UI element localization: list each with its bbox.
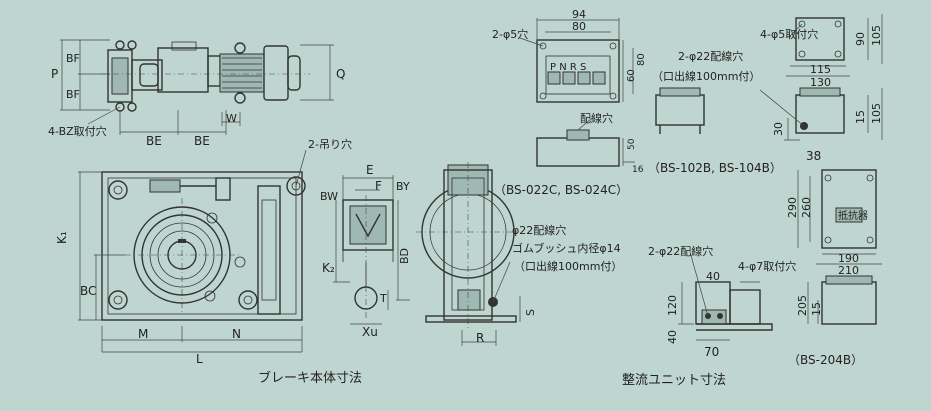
- label-bz-holes: 4-BZ取付穴: [48, 124, 107, 138]
- label-F: F: [375, 179, 382, 193]
- bs022-top-view: [519, 18, 634, 103]
- bs204-mount-holes: 4-φ7取付穴: [738, 259, 796, 273]
- bs102-dim-15: 15: [854, 110, 867, 124]
- bs102-dim-105: 105: [870, 25, 883, 46]
- bs102-dim-115: 115: [810, 63, 831, 76]
- bs102-dim-30: 30: [772, 122, 785, 136]
- brake-section-view: [342, 195, 394, 320]
- bs204-resistor: 抵抗器: [838, 209, 868, 222]
- bs204-dim-70: 70: [704, 345, 719, 359]
- rectifier-caption: 整流ユニット寸法: [622, 373, 726, 388]
- bs204-model: （BS-204B）: [788, 353, 863, 367]
- bs102-wiring-holes: 2-φ22配線穴: [678, 49, 743, 63]
- label-T: T: [379, 292, 387, 305]
- bs102-front-view: [655, 87, 705, 134]
- label-S: S: [524, 309, 537, 316]
- brake-front-dimensions: [78, 149, 307, 353]
- label-BY: BY: [396, 180, 410, 193]
- bs022-wiring-hole: 配線穴: [580, 111, 613, 125]
- bs204-dim-210: 210: [838, 264, 859, 277]
- bs204-dim-15: 15: [810, 302, 823, 316]
- bs022-dim-50: 50: [627, 138, 637, 150]
- bs204-dim-205: 205: [796, 295, 809, 316]
- label-BF-bottom: BF: [66, 88, 80, 101]
- label-K2: K₂: [322, 261, 335, 275]
- label-K1: K₁: [55, 231, 69, 244]
- label-BD: BD: [398, 248, 411, 264]
- label-R: R: [476, 331, 484, 345]
- label-N: N: [232, 327, 241, 341]
- label-BE-right: BE: [194, 134, 210, 148]
- bs022-terminals: P N R S: [550, 62, 586, 73]
- bs102-side-view: [759, 87, 883, 141]
- brake-end-dimensions: [461, 261, 521, 346]
- label-Xu: Xu: [362, 325, 378, 339]
- bs204-dim-120: 120: [666, 295, 679, 316]
- label-W: W: [226, 112, 237, 125]
- bs022-dim-94: 94: [572, 8, 586, 21]
- brake-top-dimensions: [60, 39, 334, 135]
- bs102-holes: 4-φ5取付穴: [760, 27, 818, 41]
- brake-top-view: [100, 40, 310, 112]
- bs204-side-view: [807, 275, 877, 325]
- bs204-top-view: [797, 169, 882, 265]
- brake-caption: ブレーキ本体寸法: [258, 370, 362, 386]
- label-BW: BW: [320, 190, 338, 203]
- bs022-dim-16: 16: [632, 165, 644, 175]
- bs102-dim-105b: 105: [870, 103, 883, 124]
- label-P: P: [51, 67, 58, 81]
- label-grommet: ゴムブッシュ内径φ14: [512, 241, 621, 255]
- bs102-top-view: [786, 14, 883, 77]
- bs022-dim-80v: 80: [636, 53, 647, 66]
- label-BE-left: BE: [146, 134, 162, 148]
- bs022-dim-60: 60: [626, 69, 637, 82]
- bs022-side-view: [536, 117, 635, 167]
- label-Q: Q: [336, 67, 345, 81]
- bs204-dim-190: 190: [838, 252, 859, 265]
- bs022-dim-80: 80: [572, 20, 586, 33]
- brake-end-view: [416, 162, 520, 330]
- label-BC: BC: [80, 284, 96, 298]
- label-L: L: [196, 352, 203, 366]
- bs102-dim-90: 90: [854, 32, 867, 46]
- bs102-lead-wire: （口出線100mm付）: [652, 69, 760, 83]
- bs204-dim-40b: 40: [666, 330, 679, 344]
- label-M: M: [138, 327, 148, 341]
- brake-front-view: [101, 171, 306, 321]
- bs102-dim-38: 38: [806, 149, 821, 163]
- brake-section-dimensions: [333, 175, 410, 325]
- bs102-model: （BS-102B, BS-104B）: [648, 161, 782, 175]
- label-wiring-hole: φ22配線穴: [512, 223, 566, 237]
- bs204-dim-40: 40: [706, 270, 720, 283]
- bs022-model: （BS-022C, BS-024C）: [494, 183, 628, 197]
- bs204-front-view: [678, 251, 773, 341]
- label-lift-holes: 2-吊り穴: [308, 137, 352, 151]
- bs204-dim-260: 260: [800, 197, 813, 218]
- bs204-wiring-holes: 2-φ22配線穴: [648, 244, 713, 258]
- label-E: E: [366, 163, 374, 177]
- label-BF-top: BF: [66, 52, 80, 65]
- bs204-dim-290: 290: [786, 197, 799, 218]
- bs022-holes: 2-φ5穴: [492, 27, 528, 41]
- bs102-dim-130: 130: [810, 76, 831, 89]
- label-lead-wire: （口出線100mm付）: [514, 259, 622, 273]
